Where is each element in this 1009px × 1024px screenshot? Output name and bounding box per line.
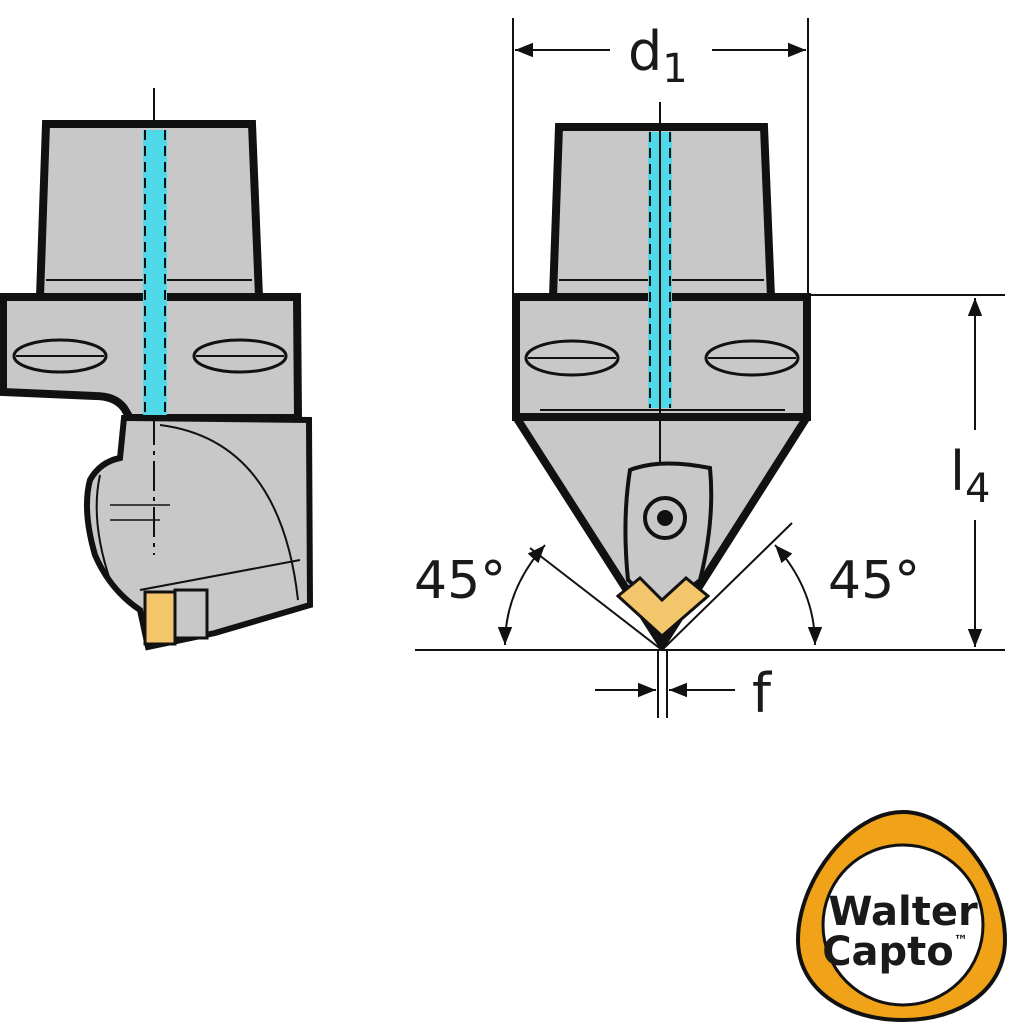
angle-right-label: 45° [828,551,920,611]
walter-capto-logo: Walter Capto™ [795,809,1008,1023]
front-view [512,102,811,649]
side-coolant-channel [143,130,167,415]
dimension-d1-label: d1 [628,20,688,92]
logo-text-walter: Walter [828,889,978,935]
side-view [0,88,314,651]
side-insert [143,590,177,646]
logo-text-capto: Capto™ [822,929,968,975]
dimension-f-label: f [752,662,773,725]
front-insert [615,575,711,639]
dimensions [415,18,1005,718]
dimension-l4-label: l4 [950,440,990,512]
angle-left-label: 45° [414,551,506,611]
